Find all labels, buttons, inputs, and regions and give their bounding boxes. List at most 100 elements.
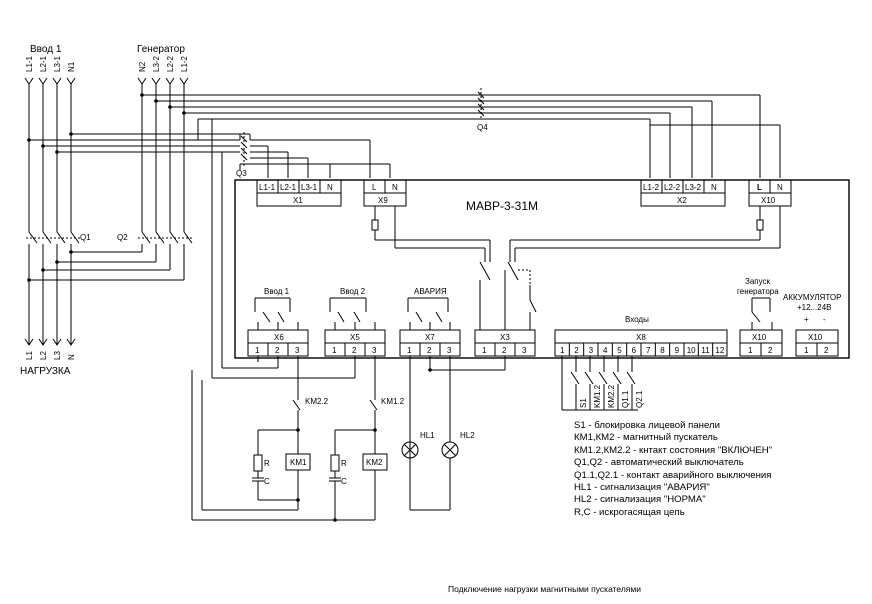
pin-label: N [392,183,398,192]
pin-label: 8 [660,346,665,355]
pin-label: 1 [255,346,260,355]
input-arrows [24,77,189,85]
pin-label: 1 [332,346,337,355]
phase-label: L2-1 [39,55,48,72]
phase-label: L1-2 [180,55,189,72]
vvod2-label: Ввод 2 [340,287,366,296]
generator-phase-labels: N2 L3-2 L2-2 L1-2 [138,55,189,72]
gen-start-relay [751,297,773,330]
vvod1-relay [254,297,299,330]
pin-label: 2 [574,346,579,355]
vvod2-relay [329,297,376,330]
q1-switch [26,231,80,244]
phase-label: L1 [25,351,34,360]
internal-wiring [371,206,781,330]
input-contact-label: Q2.1 [635,390,644,408]
connector-name: X5 [350,333,360,342]
pin-label: 12 [715,346,724,355]
connector-name: X9 [378,196,388,205]
pin-label: L1-2 [643,183,660,192]
pin-label: N [777,183,783,192]
pin-label: 9 [675,346,680,355]
legend-item: Q1.1,Q2.1 - контакт аварийного выключени… [574,469,772,481]
connector-name: X10 [752,333,767,342]
connector-x9: L N X9 [363,179,407,207]
legend-item: HL1 - сигнализация "АВАРИЯ" [574,482,710,494]
phase-label: L3 [53,351,62,360]
load-arrows [24,338,76,346]
diagram-caption: Подключение нагрузки магнитными пускател… [448,584,642,594]
pin-label: 2 [502,346,507,355]
connector-x3: X3 1 2 3 [474,329,536,357]
gen-start-label-1: Запуск [745,277,771,286]
connector-name: X10 [761,196,776,205]
battery-minus: - [823,315,826,324]
connector-x10-gen: X10 1 2 [739,329,783,357]
pin-label: L2-1 [280,183,297,192]
q4-switch [477,88,485,120]
legend-item: HL2 - сигнализация "НОРМА" [574,494,706,506]
input1-phase-labels: L1-1 L2-1 L3-1 N1 [25,55,76,72]
pin-label: 3 [372,346,377,355]
vvod1-label: Ввод 1 [264,287,290,296]
phase-label: L1-1 [25,55,34,72]
generator-label: Генератор [137,44,185,55]
legend-item: КМ1.2,КМ2.2 - кнтакт состояния "ВКЛЮЧЕН" [574,444,773,456]
junction-dots [27,93,186,282]
phase-label: L2 [39,351,48,360]
pin-label: 2 [824,346,829,355]
km12-contact-label: KM1.2 [381,397,405,406]
pin-label: 1 [407,346,412,355]
phase-label: L3-1 [53,55,62,72]
q2-label: Q2 [117,233,128,242]
pin-label: 5 [617,346,622,355]
pin-label: L2-2 [664,183,681,192]
c1-label: C [264,477,270,486]
pin-label: 1 [748,346,753,355]
r1-label: R [264,459,270,468]
pin-label: 10 [687,346,696,355]
input-contact-label: S1 [579,398,588,408]
load-phase-labels: L1 L2 L3 N [25,351,76,360]
pin-label: L3-1 [301,183,318,192]
km22-contact-label: KM2.2 [305,397,329,406]
generator-bus [141,84,185,280]
legend-item: КМ1,КМ2 - магнитный пускатель [574,432,718,444]
connector-x5: X5 1 2 3 [324,329,386,357]
phase-label: N1 [67,61,76,72]
battery-voltage-label: +12...24В [797,303,831,312]
pin-label: 1 [560,346,565,355]
r2-label: R [341,459,347,468]
km2-coil-label: KM2 [366,458,383,467]
load-label: НАГРУЗКА [20,366,71,377]
pin-label: N [711,183,717,192]
pin-label: 2 [427,346,432,355]
inputs-contact-labels: S1 KM1.2 KM2.2 Q1.1 Q2.1 [579,384,644,408]
legend-item: R,C - искрогасящая цепь [574,506,685,518]
hl1-label: HL1 [420,431,435,440]
q1-label: Q1 [80,233,91,242]
legend: S1 - блокировка лицевой панели КМ1,КМ2 -… [574,420,854,519]
pin-label: 11 [701,346,710,355]
generator-feed-lines [142,94,712,120]
connector-name: X1 [293,196,303,205]
avaria-relay [407,297,451,330]
hl2-label: HL2 [460,431,475,440]
mavr-device-block [234,179,850,359]
pin-label: L [372,183,377,192]
pin-label: 3 [589,346,594,355]
connector-name: X8 [636,333,646,342]
pin-label: N [327,183,333,192]
pin-label: 6 [632,346,637,355]
legend-item: Q1,Q2 - автоматический выключатель [574,457,744,469]
pin-label: 2 [275,346,280,355]
phase-label: L2-2 [166,55,175,72]
input-contact-label: KM1.2 [593,384,602,408]
q3-label: Q3 [236,169,247,178]
connector-name: X2 [677,196,687,205]
connector-name: X6 [274,333,284,342]
pin-label: L1-1 [259,183,276,192]
connector-x7: X7 1 2 3 [399,329,461,357]
